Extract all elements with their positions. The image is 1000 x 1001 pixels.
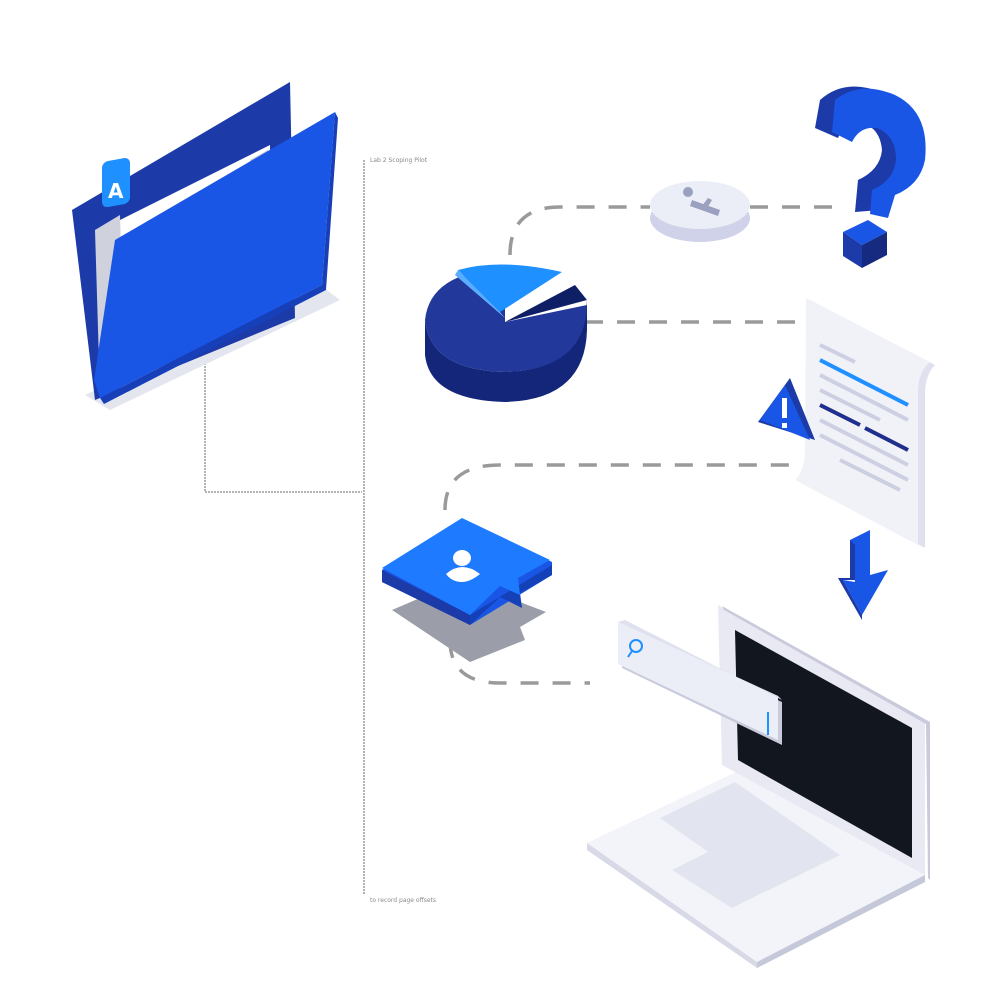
pie-chart-icon [425, 264, 587, 402]
laptop-icon [587, 605, 930, 968]
folder-icon: A [72, 82, 340, 410]
dashed-connectors [443, 205, 840, 685]
document-icon [795, 298, 935, 548]
user-chat-icon [382, 518, 552, 662]
down-arrow-icon [838, 530, 888, 620]
warning-icon [758, 378, 815, 440]
folder-tab-letter: A [108, 179, 124, 203]
search-bar-icon [618, 620, 782, 745]
info-badge-icon [650, 181, 750, 242]
tree-connectors [204, 160, 365, 895]
top-note: Lab 2 Scoping Pilot [370, 157, 428, 164]
question-mark-icon [815, 86, 926, 268]
bottom-note: to record page offsets [370, 897, 436, 904]
